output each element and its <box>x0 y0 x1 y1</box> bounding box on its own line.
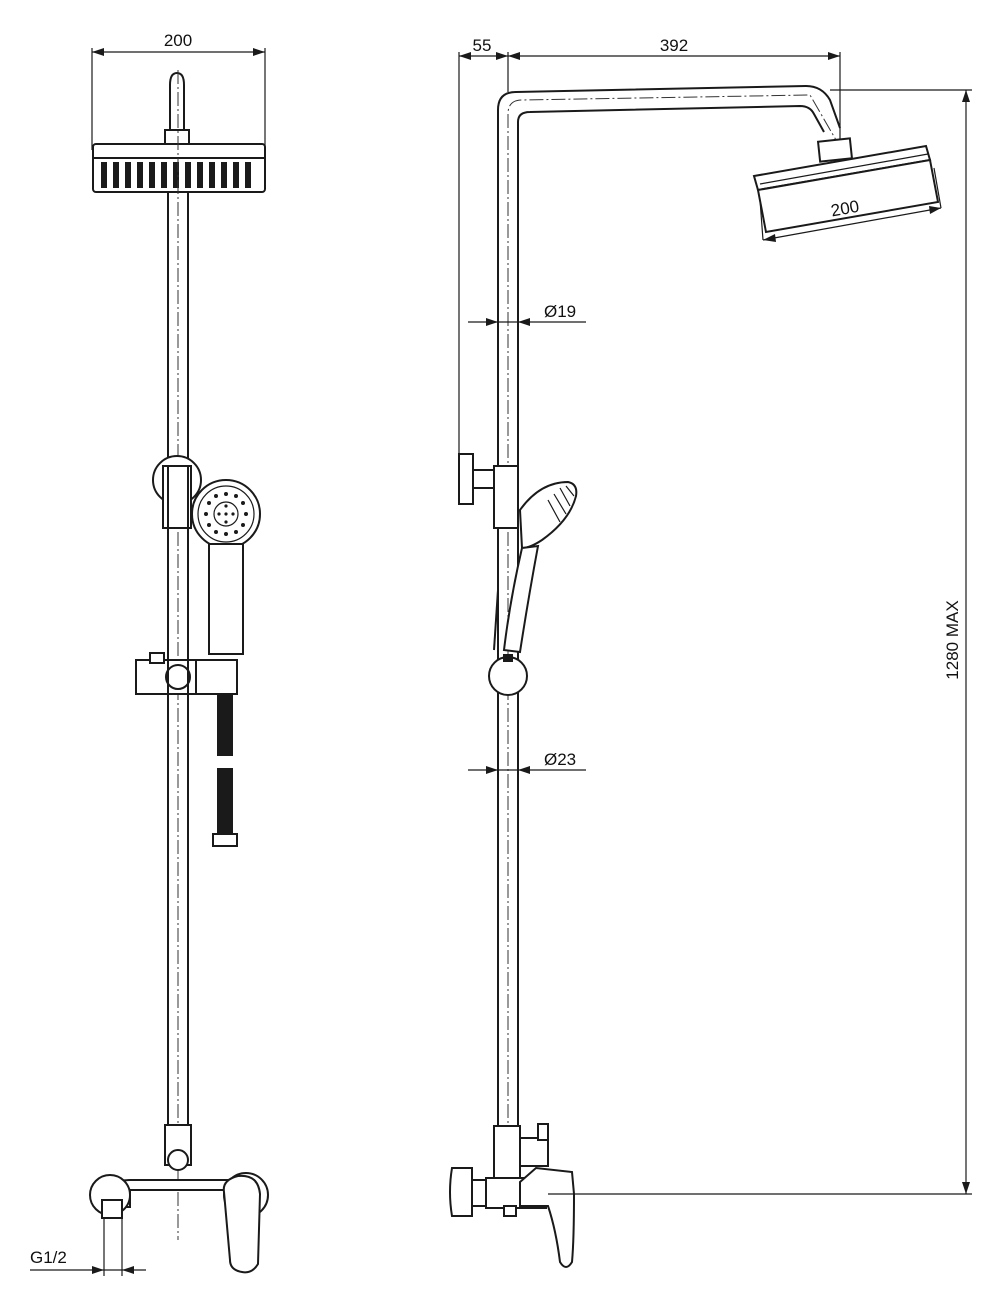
front-riser-pipe <box>167 70 189 1240</box>
side-slide-holder <box>488 654 528 696</box>
side-arm-length-label: 392 <box>660 36 688 55</box>
front-hand-shower-jets <box>204 492 248 536</box>
front-view: 200 <box>30 31 269 1276</box>
front-head-nozzles <box>101 162 251 188</box>
side-lower-pipe-label: Ø23 <box>544 750 576 769</box>
side-view: 55 392 200 Ø19 <box>449 36 972 1268</box>
side-top-dimensions: 55 392 <box>458 36 841 460</box>
side-upper-diameter-dimension: Ø19 <box>468 302 586 326</box>
front-hand-shower <box>191 479 261 655</box>
side-wall-bracket <box>458 453 519 529</box>
side-upper-pipe-label: Ø19 <box>544 302 576 321</box>
side-wall-offset-label: 55 <box>473 36 492 55</box>
front-inlet-dimension: G1/2 <box>30 1218 146 1276</box>
front-head-width-dimension: 200 <box>91 31 266 150</box>
side-hand-shower <box>493 480 578 654</box>
front-wall-bracket <box>152 455 202 529</box>
side-height-dimension: 1280 MAX <box>548 89 972 1195</box>
front-top-fitting <box>164 71 190 145</box>
side-shower-head: 200 <box>752 137 942 242</box>
front-mixer <box>89 1124 269 1274</box>
side-lower-diameter-dimension: Ø23 <box>468 750 586 774</box>
side-riser-and-arm <box>497 84 841 1140</box>
front-slide-holder <box>135 652 238 695</box>
front-inlet-label: G1/2 <box>30 1248 67 1267</box>
front-hose <box>212 694 238 847</box>
side-height-label: 1280 MAX <box>943 600 962 679</box>
side-head-width-label: 200 <box>829 197 860 221</box>
side-mixer <box>449 1123 576 1268</box>
front-head-width-label: 200 <box>164 31 192 50</box>
front-shower-head <box>92 143 266 193</box>
